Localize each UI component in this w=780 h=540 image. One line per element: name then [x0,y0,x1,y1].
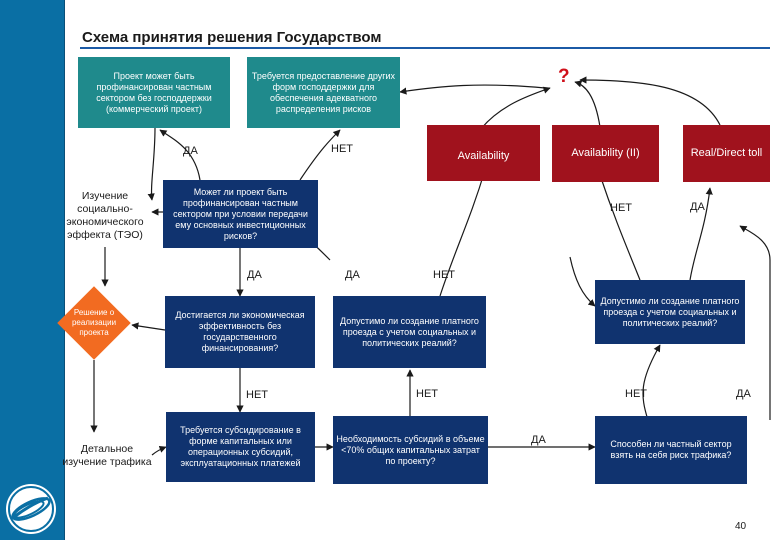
private-financing-box: Может ли проект быть профинансирован час… [163,180,318,248]
efficiency-box: Достигается ли экономическая эффективнос… [165,296,315,368]
traffic-study-step: Детальное изучение трафика [62,443,152,468]
availability-box: Availability [427,125,540,181]
page-title: Схема принятия решения Государством [82,29,382,46]
commercial-project-box: Проект может быть профинансирован частны… [78,57,230,128]
page-number: 40 [735,521,747,532]
decision-text: Решение о реализации проекта [71,308,117,337]
other-support-box: Требуется предоставление других форм гос… [247,57,400,128]
label-da: ДА [690,201,705,213]
toll-allowed-mid-box: Допустимо ли создание платного проезда с… [333,296,486,368]
decision-diamond: Решение о реализации проекта [57,286,131,360]
globe-logo-icon [6,484,56,534]
label-da: ДА [345,269,360,281]
label-net: НЕТ [433,269,455,281]
label-da: ДА [183,145,198,157]
title-underline [80,47,770,49]
label-da: ДА [531,434,546,446]
label-da: ДА [247,269,262,281]
label-net: НЕТ [331,143,353,155]
label-net: НЕТ [610,202,632,214]
subsidy-70-box: Необходимость субсидий в объеме <70% общ… [333,416,488,484]
label-da: ДА [736,388,751,400]
toll-allowed-right-box: Допустимо ли создание платного проезда с… [595,280,745,344]
subsidy-required-box: Требуется субсидирование в форме капитал… [166,412,315,482]
sidebar [0,0,65,540]
label-net: НЕТ [246,389,268,401]
label-net: НЕТ [625,388,647,400]
label-net: НЕТ [416,388,438,400]
traffic-risk-box: Способен ли частный сектор взять на себя… [595,416,747,484]
availability-ii-box: Availability (II) [552,125,659,182]
sidebar-divider [64,0,65,540]
question-mark: ? [558,66,570,87]
teo-step: Изучение социально-экономического эффект… [66,190,144,241]
real-direct-toll-box: Real/Direct toll [683,125,770,182]
